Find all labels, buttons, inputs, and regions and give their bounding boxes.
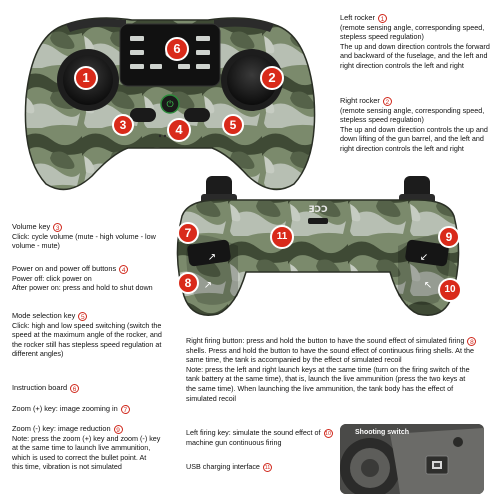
badge-zoom-in: 7 <box>177 222 199 244</box>
zoom-in-badge: 7 <box>120 404 130 414</box>
volume-line-1: Click: cycle volume (mute - high volume … <box>12 231 156 241</box>
left-firing-line-2: machine gun continuous firing <box>186 437 282 447</box>
zoom-out-title: Zoom (-) key: image reduction <box>12 424 111 433</box>
power-title: Power on and power off buttons <box>12 264 117 273</box>
volume-key-title: Volume key <box>12 222 51 231</box>
controller-back-view: ƎƆƆ ↗ ↙ ↗ ↖ <box>176 176 460 316</box>
badge-left-rocker: 1 <box>74 66 98 90</box>
firing-line-4: Note: press the left and right launch ke… <box>186 364 470 374</box>
right-firing-section: Right firing button: press and hold the … <box>186 336 498 403</box>
shooting-switch-label: Shooting switch <box>355 429 410 436</box>
right-rocker-title: Right rocker <box>340 96 380 105</box>
badge-zoom-out: 9 <box>438 226 460 248</box>
left-rocker-line-2: stepless speed regulation) <box>340 32 424 42</box>
left-rocker-title: Left rocker <box>340 13 375 22</box>
zoom-note-line-4: this time, vibration is not simulated <box>12 462 122 472</box>
mode-line-3: the rocker still has stepless speed regu… <box>12 339 162 349</box>
left-firing-section: Left firing key: simulate the sound effe… <box>186 428 342 447</box>
left-rocker-line-1: (remote sensing angle, corresponding spe… <box>340 22 485 32</box>
svg-text:↖: ↖ <box>424 280 432 291</box>
zoom-note-line-3: which is used to correct the bullet poin… <box>12 452 147 462</box>
zoom-note-line-1: Note: press the zoom (+) key and zoom (-… <box>12 433 161 443</box>
badge-left-firing: 10 <box>438 278 462 302</box>
badge-usb-port: 11 <box>270 225 294 249</box>
left-rocker-line-3: The up and down direction controls the f… <box>340 41 490 51</box>
power-line-1: Power off: click power on <box>12 273 92 283</box>
firing-line-1: Right firing button: press and hold the … <box>186 336 498 346</box>
zoom-note-line-2: at the same time to launch live ammuniti… <box>12 443 151 453</box>
power-line-2: After power on: press and hold to shut d… <box>12 283 153 293</box>
right-rocker-line-2: stepless speed regulation) <box>340 115 424 125</box>
badge-volume-key: 3 <box>112 114 134 136</box>
mode-badge: 5 <box>78 311 88 321</box>
right-rocker-line-1: (remote sensing angle, corresponding spe… <box>340 105 485 115</box>
firing-line-5: tank battery at the same time), that is,… <box>186 374 466 384</box>
badge-right-rocker: 2 <box>260 66 284 90</box>
badge-right-firing: 8 <box>177 272 199 294</box>
svg-text:↗: ↗ <box>204 280 212 291</box>
brand-logo: ƎƆƆ <box>308 205 328 215</box>
mode-line-1: Click: high and low speed switching (swi… <box>12 320 162 330</box>
right-rocker-badge: 2 <box>382 96 392 106</box>
firing-line-3: same time, the tank is accompanied by th… <box>186 355 402 365</box>
left-rocker-badge: 1 <box>377 13 387 23</box>
mode-title: Mode selection key <box>12 311 76 320</box>
svg-text:↗: ↗ <box>208 252 216 263</box>
right-rocker-line-3: The up and down direction controls the u… <box>340 124 488 134</box>
instruction-title: Instruction board <box>12 383 68 392</box>
firing-line-6: the same time). When launching the live … <box>186 383 454 393</box>
mode-line-2: speed at the maximum angle of the rocker… <box>12 330 162 340</box>
zoom-out-badge: 9 <box>113 424 123 434</box>
shooting-switch-photo <box>340 424 484 494</box>
left-rocker-line-5: right direction controls the left and ri… <box>340 60 464 70</box>
usb-title: USB charging interface <box>186 462 260 471</box>
right-rocker-line-5: right direction controls the left and ri… <box>340 143 464 153</box>
firing-line-2: shells. Press and hold the button to hav… <box>186 345 474 355</box>
svg-text:⏻: ⏻ <box>166 99 173 110</box>
badge-instruction-board: 6 <box>165 37 189 61</box>
badge-mode-key: 5 <box>222 114 244 136</box>
badge-power-button: 4 <box>167 118 191 142</box>
controller-top-view: ⏻ <box>24 17 316 191</box>
firing-line-7: simulated recoil <box>186 393 236 403</box>
volume-line-2: volume - mute) <box>12 241 60 251</box>
mode-line-4: different angles) <box>12 349 64 359</box>
left-firing-line-1: Left firing key: simulate the sound effe… <box>186 428 321 437</box>
zoom-in-title: Zoom (+) key: image zooming in <box>12 404 118 413</box>
instruction-badge: 6 <box>70 383 80 393</box>
left-firing-badge: 10 <box>323 428 333 438</box>
usb-badge: 11 <box>262 462 272 472</box>
left-rocker-line-4: and backward of the fuselage, and the le… <box>340 51 488 61</box>
svg-text:↙: ↙ <box>420 252 428 263</box>
right-rocker-line-4: down lifting of the gun barrel, and the … <box>340 134 484 144</box>
volume-key-badge: 3 <box>53 222 63 232</box>
power-badge: 4 <box>119 264 129 274</box>
firing-badge: 8 <box>467 336 477 346</box>
